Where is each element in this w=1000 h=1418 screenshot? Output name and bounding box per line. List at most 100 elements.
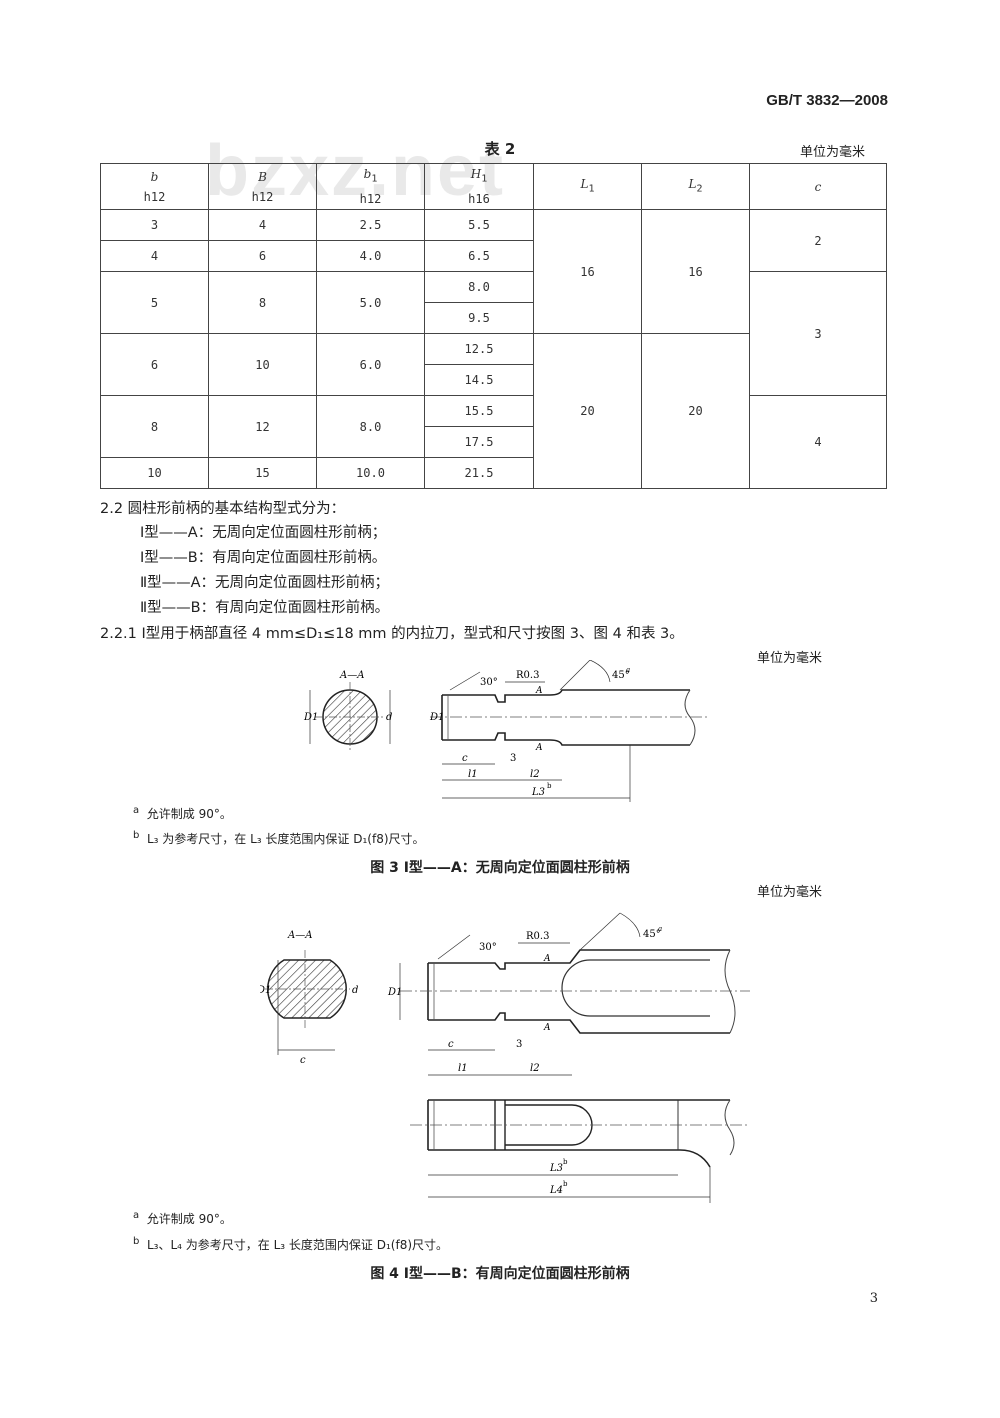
l2-label: l2 [530,1063,540,1074]
angle-45-footnote-mark: a [658,925,662,933]
c-section-label: c [300,1055,306,1066]
l2-label: l2 [530,769,540,780]
figure3-caption: 图 3 Ⅰ型——A：无周向定位面圆柱形前柄 [370,860,630,876]
d-label: d [386,712,392,723]
section-mark-a-top: A [535,686,543,696]
angle-30-label: 30° [479,942,497,953]
figure4-unit: 单位为毫米 [756,885,822,900]
type-list-item: Ⅱ型——A：无周向定位面圆柱形前柄； [140,575,390,591]
section-2-2-heading: 2.2 圆柱形前柄的基本结构型式分为： [100,501,346,517]
cell-b1: 5.0 [316,271,425,335]
section-mark-a-top: A [543,954,551,964]
d1-label: D1 [260,985,271,996]
figure4-caption: 图 4 Ⅰ型——B：有周向定位面圆柱形前柄 [370,1266,630,1282]
d1-shank-label: D1 [387,987,402,998]
cell-L2: 20 [641,333,750,490]
cell-L1: 16 [533,209,642,335]
dim-3-label: 3 [516,1039,522,1050]
table-row: 8 12 8.0 15.5 4 [100,395,887,490]
cell-b: 5 [100,271,209,335]
angle-30-label: 30° [480,677,498,688]
cell-B: 8 [208,271,317,335]
cell-H1: 8.0 [424,271,534,304]
cell-b1: 10.0 [316,457,425,490]
cell-H1: 17.5 [424,426,534,459]
table-row: 9.5 [101,302,887,335]
table-caption: 表 2 [484,140,516,158]
cell-b: 6 [100,333,209,397]
radius-label: R0.3 [516,670,539,681]
type-list-item: Ⅰ型——B：有周向定位面圆柱形前柄。 [140,550,387,566]
cell-b: 10 [100,457,209,490]
header-L2: L2 [641,162,750,211]
figure4-note-a: a 允许制成 90°。 [133,1210,232,1226]
cell-B: 10 [208,333,317,397]
cell-H1: 6.5 [424,240,534,273]
type-list-item: Ⅰ型——A：无周向定位面圆柱形前柄； [140,525,387,541]
table-row: 17.5 [101,426,887,459]
cell-B: 6 [208,240,317,273]
figure4-note-b: b L₃、L₄ 为参考尺寸，在 L₃ 长度范围内保证 D₁(f8)尺寸。 [133,1236,449,1252]
figure4-drawing: A—A c D1 d 30° R0.3 A A 45° a D1 c 3 l1 … [260,912,750,1203]
cell-b: 3 [100,209,209,242]
cell-B: 15 [208,457,317,490]
cell-b1: 2.5 [316,209,425,242]
d1-shank-label: D1 [429,712,444,723]
cell-b1: 6.0 [316,333,425,397]
L3-footnote-mark: b [563,1158,568,1166]
radius-label: R0.3 [526,931,549,942]
cell-H1: 15.5 [424,395,534,428]
angle-45-label: 45° [612,670,630,681]
header-L1: L1 [533,162,642,211]
cell-H1: 14.5 [424,364,534,397]
L3-label: L3 [549,1163,563,1174]
L4-footnote-mark: b [563,1180,568,1188]
cell-L2: 16 [641,209,750,335]
table-row: 5 8 5.0 8.0 3 [100,271,887,397]
table-row: 3 4 2.5 5.5 16 16 2 [100,209,887,335]
L4-label: L4 [549,1185,563,1196]
cell-H1: 21.5 [424,457,534,490]
dim-3-label: 3 [510,753,516,764]
L3-label: L3 [531,787,545,798]
figure3-note-b: b L₃ 为参考尺寸，在 L₃ 长度范围内保证 D₁(f8)尺寸。 [133,830,425,846]
cell-L1: 20 [533,333,642,490]
cell-H1: 9.5 [424,302,534,335]
cell-b: 4 [100,240,209,273]
section-mark-a-bottom: A [543,1023,551,1033]
cell-b: 8 [100,395,209,459]
cell-c: 4 [749,395,887,490]
figure3-drawing: A—A D1 d 30° R0.3 A A 45° a D1 c 3 l1 l2… [303,660,710,802]
table-row: 10 15 10.0 21.5 [100,457,887,490]
cell-c: 3 [749,271,887,397]
type-list-item: Ⅱ型——B：有周向定位面圆柱形前柄。 [140,600,390,616]
cell-H1: 5.5 [424,209,534,242]
angle-45-label: 45° [643,929,661,940]
cell-B: 12 [208,395,317,459]
l1-label: l1 [468,769,478,780]
L3-footnote-mark: b [547,782,552,790]
cell-c: 2 [749,209,887,273]
section-label: A—A [339,670,364,681]
l1-label: l1 [458,1063,468,1074]
c-label: c [462,753,468,764]
d-label: d [352,985,358,996]
d1-label: D1 [303,712,318,723]
section-label: A—A [287,930,312,941]
table-row: 14.5 [101,364,887,397]
table-row: 6 10 6.0 12.5 20 20 [100,333,887,490]
figure3-unit: 单位为毫米 [756,651,822,666]
figure3-note-a: a 允许制成 90°。 [133,805,232,821]
cell-H1: 12.5 [424,333,534,366]
c-label: c [448,1039,454,1050]
table-unit: 单位为毫米 [799,145,865,160]
angle-45-footnote-mark: a [626,666,630,674]
cell-b1: 8.0 [316,395,425,459]
cell-B: 4 [208,209,317,242]
